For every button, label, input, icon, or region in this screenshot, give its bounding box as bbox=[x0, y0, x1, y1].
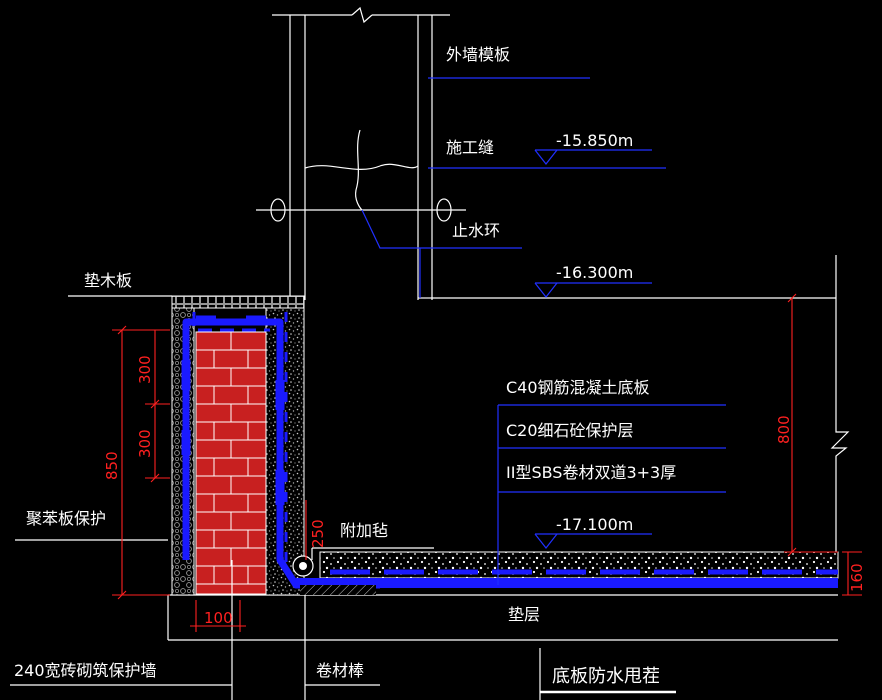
elevation-label-1: -15.850m bbox=[556, 131, 633, 150]
sbs-membrane-slab bbox=[296, 578, 838, 588]
brick-wall bbox=[195, 331, 267, 595]
elevation-marker-3 bbox=[534, 533, 652, 549]
dim-160: 160 bbox=[848, 563, 866, 592]
water-stop-ring-icon bbox=[270, 129, 452, 222]
outer-wall bbox=[256, 6, 836, 300]
drawing-title: 底板防水甩茬 bbox=[552, 666, 660, 687]
elevation-marker-2 bbox=[534, 282, 652, 298]
cushion-label: 垫层 bbox=[508, 605, 540, 624]
leader-lines bbox=[361, 77, 726, 585]
elevation-marker-1 bbox=[534, 149, 652, 165]
membrane-rod-hatch bbox=[300, 585, 376, 595]
dim-100: 100 bbox=[204, 609, 233, 627]
dim-850: 850 bbox=[103, 451, 121, 480]
wood-pad-board bbox=[171, 295, 305, 309]
slab-break-line bbox=[830, 255, 850, 552]
polystyrene-board-label: 聚苯板保护 bbox=[26, 509, 106, 528]
outer-wall-formwork-label: 外墙模板 bbox=[446, 45, 510, 64]
additional-felt-label: 附加毡 bbox=[340, 521, 388, 540]
dim-300-mid: 300 bbox=[136, 429, 154, 458]
brick-wall-label: 240宽砖砌筑保护墙 bbox=[14, 661, 157, 680]
protective-layer-label: C20细石砼保护层 bbox=[506, 421, 634, 440]
concrete-slab-label: C40钢筋混凝土底板 bbox=[506, 378, 650, 397]
wood-pad-board-label: 垫木板 bbox=[84, 271, 132, 290]
membrane-rod bbox=[292, 555, 314, 577]
dim-300-top: 300 bbox=[136, 355, 154, 384]
dimension-lines bbox=[112, 293, 862, 632]
construction-joint-label: 施工缝 bbox=[446, 138, 494, 157]
dim-800: 800 bbox=[775, 415, 793, 444]
dim-250: 250 bbox=[309, 519, 327, 548]
sbs-membrane-label: II型SBS卷材双道3+3厚 bbox=[506, 463, 676, 482]
elevation-label-2: -16.300m bbox=[556, 263, 633, 282]
label-lines bbox=[10, 295, 676, 700]
elevation-label-3: -17.100m bbox=[556, 515, 633, 534]
mortar-layer bbox=[265, 307, 305, 596]
membrane-rod-label: 卷材棒 bbox=[316, 661, 364, 680]
water-stop-ring-label: 止水环 bbox=[452, 221, 500, 240]
